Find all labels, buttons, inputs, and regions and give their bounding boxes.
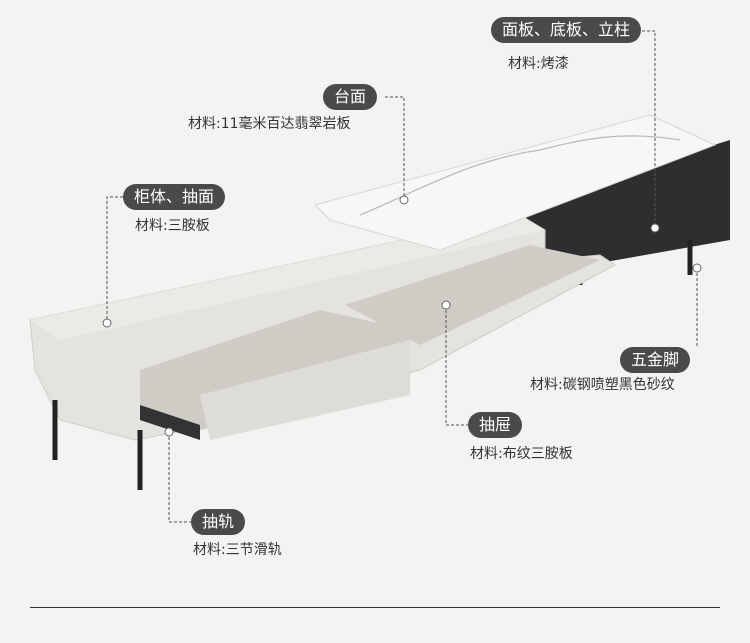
drawer-front-left bbox=[200, 340, 410, 440]
divider-line bbox=[30, 607, 720, 608]
drawer-right bbox=[345, 245, 600, 345]
callout-drawer-material: 材料:布纹三胺板 bbox=[470, 446, 573, 462]
callout-rail-title: 抽轨 bbox=[191, 509, 246, 535]
callout-legs-material: 材料:碳钢喷塑黑色砂纹 bbox=[530, 377, 675, 393]
dark-cabinet bbox=[520, 140, 730, 270]
callout-legs-title: 五金脚 bbox=[620, 347, 691, 373]
callout-top-material: 材料:11毫米百达翡翠岩板 bbox=[188, 116, 351, 132]
callout-cabinet-title: 柜体、抽面 bbox=[123, 184, 226, 210]
leader-lines bbox=[106, 30, 698, 523]
cabinet-top bbox=[30, 215, 545, 340]
marble-vein bbox=[359, 135, 681, 216]
marker-dots bbox=[102, 195, 702, 437]
drawer-rail bbox=[140, 405, 200, 440]
callout-panels-material: 材料:烤漆 bbox=[508, 56, 569, 72]
callout-drawer-title: 抽屉 bbox=[468, 412, 523, 438]
callout-top-title: 台面 bbox=[323, 84, 378, 110]
callout-panels-title: 面板、底板、立柱 bbox=[491, 17, 642, 43]
callout-cabinet-material: 材料:三胺板 bbox=[135, 218, 210, 234]
callout-rail-material: 材料:三节滑轨 bbox=[193, 542, 282, 558]
marble-top bbox=[314, 114, 717, 251]
